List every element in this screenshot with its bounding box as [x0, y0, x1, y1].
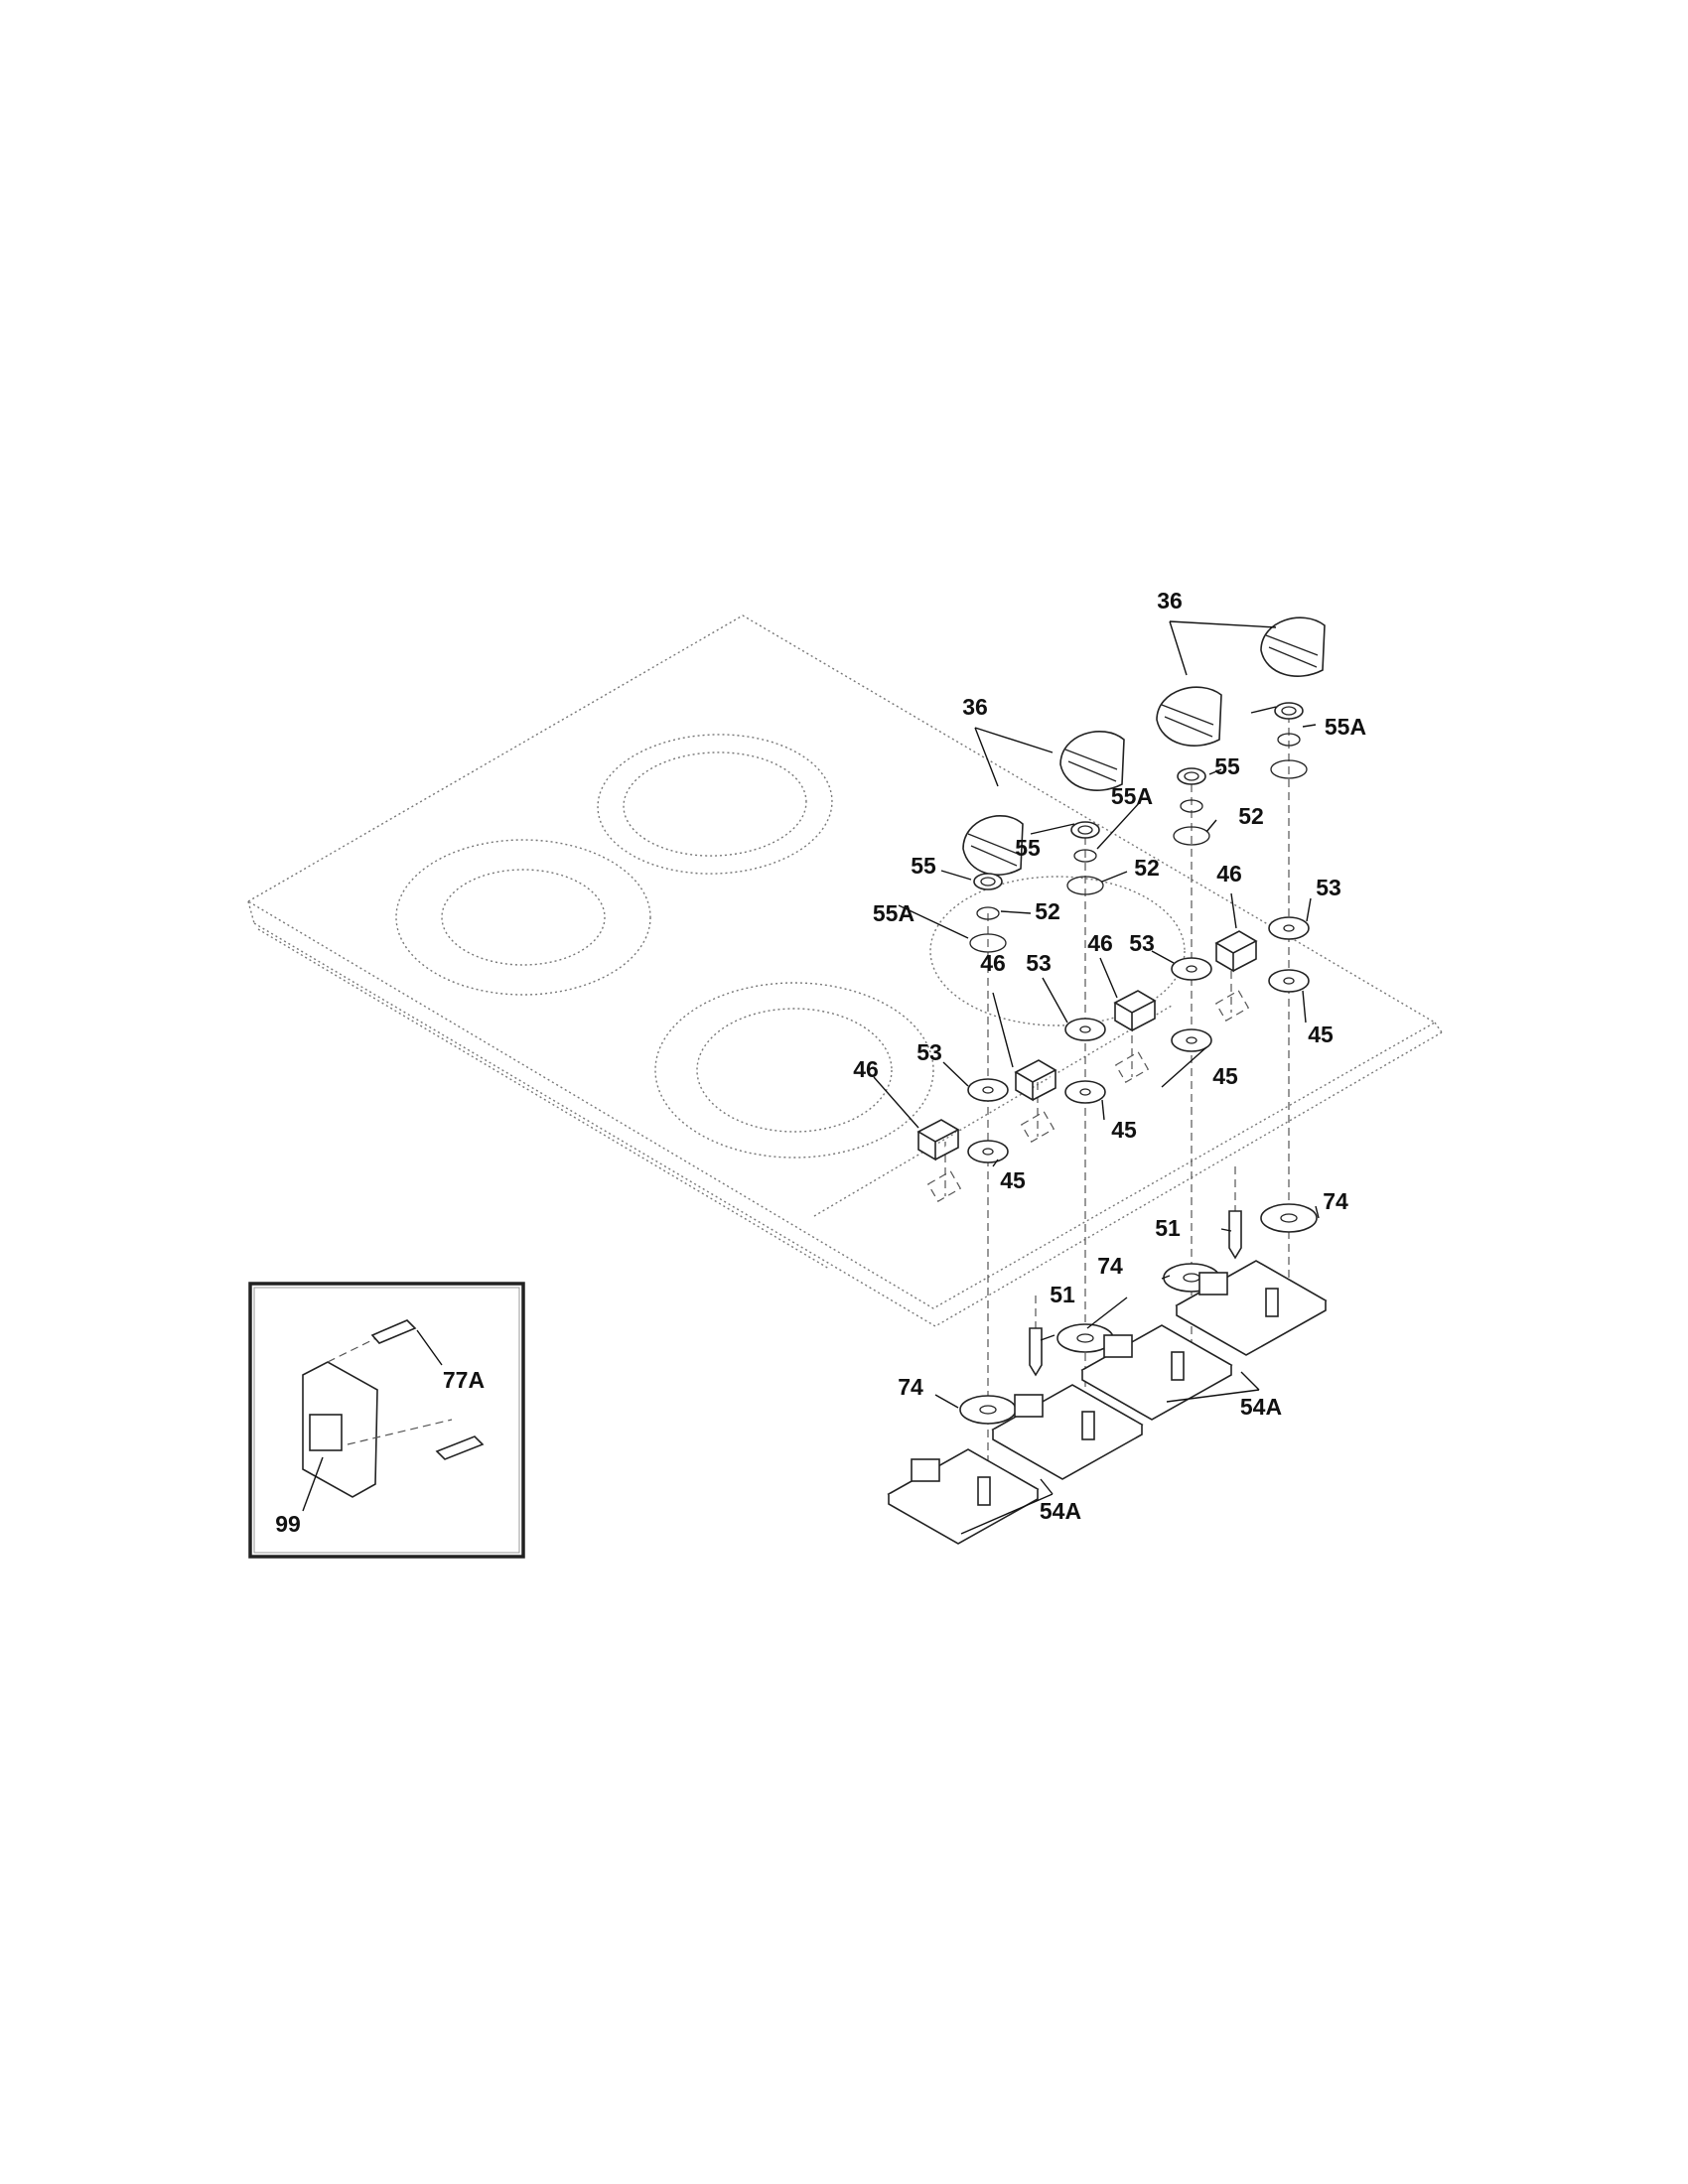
- callout-45: 45: [1111, 1117, 1137, 1143]
- control-board: [1080, 1324, 1233, 1421]
- callout-55: 55: [1214, 753, 1240, 779]
- nut: [1070, 821, 1100, 839]
- burner-rear-left: [395, 839, 651, 996]
- callout-51: 51: [1155, 1215, 1181, 1241]
- callout-77A: 77A: [443, 1367, 485, 1393]
- callout-99: 99: [275, 1511, 301, 1537]
- callout-53: 53: [916, 1039, 942, 1065]
- seal: [967, 1078, 1009, 1102]
- indicator: [916, 1119, 960, 1161]
- gasket: [1270, 759, 1308, 779]
- callout-55A: 55A: [1111, 783, 1153, 809]
- washer: [1277, 733, 1301, 747]
- callout-36: 36: [1157, 588, 1183, 614]
- terminal: [370, 1319, 485, 1460]
- gasket: [1173, 826, 1210, 846]
- callout-54A: 54A: [1040, 1498, 1081, 1524]
- callout-labels: 36 36 55 55 55 55A 55A 55A 52 52 52 53 5…: [275, 588, 1366, 1537]
- control-board: [991, 1384, 1144, 1480]
- callout-55A: 55A: [873, 900, 914, 926]
- callout-52: 52: [1238, 803, 1264, 829]
- washer: [1180, 799, 1203, 813]
- callout-53: 53: [1129, 930, 1155, 956]
- knob: [1059, 731, 1125, 791]
- gasket: [1066, 876, 1104, 895]
- burner-front-right: [929, 876, 1186, 1026]
- indicator: [1214, 930, 1258, 973]
- callout-46: 46: [980, 950, 1006, 976]
- callout-55A: 55A: [1325, 714, 1366, 740]
- callout-46: 46: [1087, 930, 1113, 956]
- callout-74: 74: [1323, 1188, 1348, 1214]
- bracket: [1228, 1210, 1242, 1260]
- control-board: [1175, 1260, 1328, 1356]
- seal: [1064, 1018, 1106, 1041]
- callout-36: 36: [962, 694, 988, 720]
- cooktop-glass: [246, 614, 1443, 1327]
- trim: [1171, 1028, 1212, 1052]
- callout-45: 45: [1308, 1022, 1334, 1047]
- callout-51: 51: [1050, 1282, 1075, 1307]
- leader-lines: [302, 620, 1320, 1535]
- callout-45: 45: [1000, 1167, 1026, 1193]
- nut: [1177, 767, 1206, 785]
- callout-74: 74: [1097, 1253, 1123, 1279]
- callout-46: 46: [1216, 861, 1242, 887]
- indicator: [1113, 990, 1157, 1032]
- switch: [302, 1329, 453, 1498]
- insulator: [1260, 1203, 1318, 1233]
- burner-front-left: [654, 982, 934, 1159]
- indicator: [1014, 1059, 1057, 1102]
- bracket: [1029, 1327, 1043, 1377]
- gasket: [969, 933, 1007, 953]
- control-board: [887, 1448, 1040, 1545]
- trim: [967, 1140, 1009, 1163]
- washer: [1073, 849, 1097, 863]
- burner-rear-right: [597, 734, 833, 875]
- callout-54A: 54A: [1240, 1394, 1282, 1420]
- trim: [1268, 969, 1310, 993]
- callout-53: 53: [1316, 875, 1341, 900]
- nut: [973, 873, 1003, 890]
- insulator: [959, 1395, 1017, 1425]
- callout-55: 55: [911, 853, 936, 879]
- washer: [976, 906, 1000, 920]
- callout-53: 53: [1026, 950, 1052, 976]
- callout-55: 55: [1015, 835, 1041, 861]
- knob: [1260, 616, 1326, 677]
- knob: [1156, 686, 1222, 747]
- seal: [1171, 957, 1212, 981]
- callout-52: 52: [1035, 898, 1060, 924]
- callout-45: 45: [1212, 1063, 1238, 1089]
- callout-74: 74: [898, 1374, 923, 1400]
- nut: [1274, 702, 1304, 720]
- callout-46: 46: [853, 1056, 879, 1082]
- callout-52: 52: [1134, 855, 1160, 881]
- trim: [1064, 1080, 1106, 1104]
- knob: [962, 814, 1024, 876]
- seal: [1268, 916, 1310, 940]
